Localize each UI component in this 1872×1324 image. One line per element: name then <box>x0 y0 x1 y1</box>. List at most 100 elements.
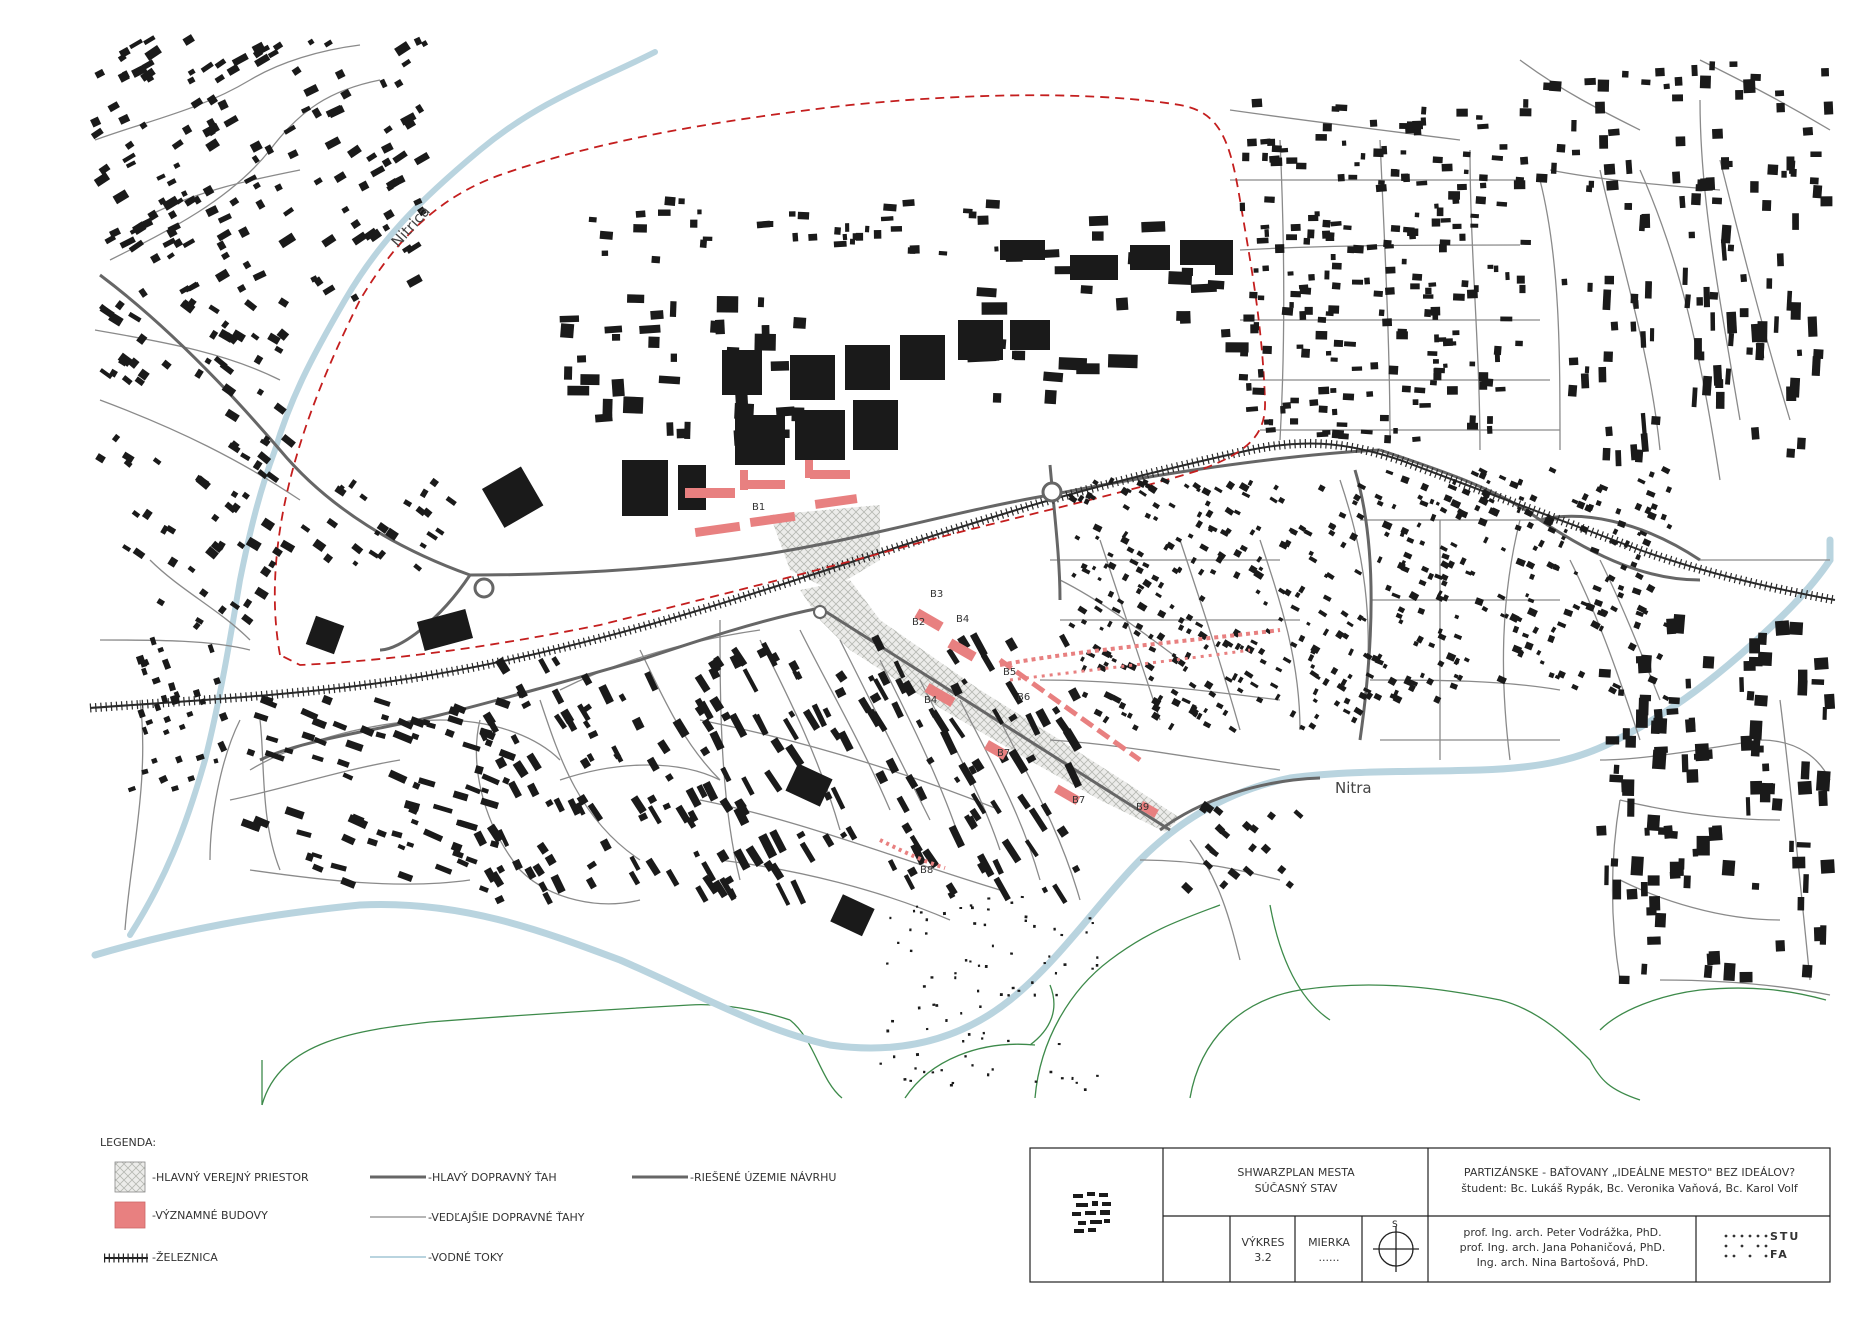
building-footprint <box>1315 675 1321 680</box>
building-footprint <box>1282 402 1292 410</box>
building-footprint <box>1151 703 1161 713</box>
building-footprint <box>1512 625 1520 634</box>
logo-text-stu: STU <box>1770 1230 1801 1243</box>
north-letter: S <box>1392 1220 1398 1230</box>
building-footprint <box>1017 793 1031 810</box>
building-footprint <box>1672 171 1681 184</box>
building-footprint <box>587 729 599 740</box>
building-footprint <box>1699 75 1711 89</box>
legend-swatch-significant <box>114 1201 146 1229</box>
building-footprint <box>1132 724 1139 731</box>
building-footprint <box>1207 526 1214 533</box>
building-footprint <box>180 300 189 309</box>
building-footprint <box>132 221 147 235</box>
building-footprint <box>893 660 906 679</box>
building-footprint <box>257 469 268 480</box>
building-footprint <box>1419 499 1429 508</box>
building-footprint <box>1369 119 1378 127</box>
building-footprint <box>1224 676 1233 683</box>
building-footprint <box>1727 244 1735 252</box>
building-footprint <box>1702 375 1713 396</box>
building-footprint <box>182 238 196 249</box>
building-footprint <box>99 305 115 319</box>
building-footprint <box>905 773 919 790</box>
building-footprint <box>1762 199 1772 212</box>
building-footprint <box>1385 584 1392 592</box>
building-footprint <box>1694 338 1702 360</box>
building-footprint <box>1514 524 1522 532</box>
building-footprint <box>1388 365 1399 375</box>
building-footprint <box>775 882 791 906</box>
building-footprint <box>385 527 399 541</box>
building-footprint <box>1532 545 1539 552</box>
building-footprint <box>392 729 414 745</box>
building-footprint <box>1258 566 1264 572</box>
building-footprint <box>1075 1081 1078 1084</box>
building-footprint <box>1277 496 1286 504</box>
building-footprint <box>1097 576 1102 582</box>
building-footprint <box>1249 681 1259 689</box>
building-footprint <box>494 756 508 770</box>
building-footprint <box>1602 447 1611 461</box>
building-footprint <box>1348 648 1354 656</box>
building-footprint <box>1519 108 1532 117</box>
secondary-roads <box>94 44 1831 996</box>
building-footprint <box>1470 223 1479 228</box>
building-footprint <box>1529 494 1538 503</box>
building-footprint <box>1151 696 1162 707</box>
building-footprint <box>793 316 807 329</box>
building-footprint <box>544 853 557 867</box>
building-footprint <box>1256 556 1263 563</box>
building-footprint <box>1430 306 1441 316</box>
building-footprint <box>401 244 413 254</box>
building-footprint <box>629 855 641 871</box>
building-footprint <box>1720 239 1728 261</box>
building-footprint <box>1333 339 1344 348</box>
building-footprint <box>1378 309 1385 317</box>
building-footprint <box>1033 993 1036 997</box>
building-footprint <box>278 297 290 308</box>
building-footprint <box>1371 654 1380 663</box>
building-footprint <box>1607 574 1616 582</box>
building-footprint <box>611 333 621 341</box>
building-footprint <box>1384 287 1395 295</box>
building-footprint <box>1623 540 1631 548</box>
building-footprint <box>1650 503 1658 511</box>
building-footprint <box>1625 735 1637 748</box>
building-footprint <box>265 735 279 744</box>
building-footprint <box>452 790 469 802</box>
building-footprint <box>512 858 523 871</box>
building-footprint <box>217 213 232 224</box>
building-footprint <box>265 471 280 483</box>
building-footprint <box>1400 173 1409 182</box>
building-footprint <box>695 885 709 903</box>
building-footprint <box>788 710 796 718</box>
building-footprint <box>465 856 478 865</box>
building-footprint <box>1141 221 1166 233</box>
building-footprint <box>1001 838 1022 864</box>
building-footprint <box>1299 310 1307 321</box>
building-footprint <box>1449 682 1458 690</box>
building-footprint <box>1248 564 1258 574</box>
building-footprint <box>1403 551 1413 560</box>
building-footprint <box>926 756 935 765</box>
building-footprint <box>136 333 148 345</box>
building-footprint <box>1757 632 1768 646</box>
building-footprint <box>381 157 392 168</box>
building-footprint <box>1120 536 1130 545</box>
building-footprint <box>1453 673 1459 679</box>
building-footprint <box>984 964 988 968</box>
building-footprint <box>489 871 505 888</box>
building-footprint <box>1715 379 1724 389</box>
building-footprint <box>1034 1080 1038 1083</box>
building-footprint <box>770 737 785 754</box>
building-footprint <box>1749 638 1760 654</box>
building-footprint <box>1282 656 1292 664</box>
building-footprint <box>1535 173 1548 183</box>
building-footprint <box>380 142 394 154</box>
building-footprint <box>1493 345 1502 356</box>
building-footprint <box>1554 674 1561 680</box>
building-footprint <box>1450 499 1462 509</box>
building-footprint <box>880 216 894 222</box>
building-footprint <box>912 909 916 913</box>
